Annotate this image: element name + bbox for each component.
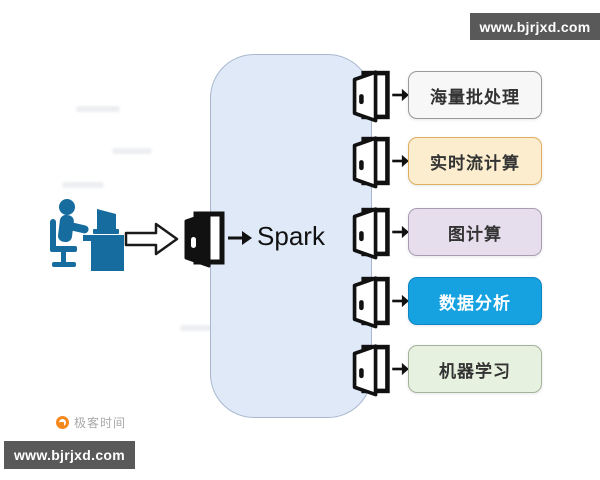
watermark-banner-top: www.bjrjxd.com	[470, 13, 600, 40]
watermark-smudge	[62, 182, 104, 188]
capability-box-machine-learning: 机器学习	[408, 345, 542, 393]
entrance-door-icon	[184, 211, 225, 268]
exit-arrow-icon	[392, 294, 409, 308]
flow-arrow-icon	[124, 222, 179, 256]
geektime-logo-icon	[56, 415, 69, 429]
capability-box-batch-processing: 海量批处理	[408, 71, 542, 119]
capability-box-graph-computing: 图计算	[408, 208, 542, 256]
capability-box-data-analysis: 数据分析	[408, 277, 542, 325]
exit-door-icon	[352, 344, 390, 397]
geektime-brand: 极客时间	[56, 413, 126, 431]
watermark-smudge	[180, 325, 218, 331]
exit-arrow-icon	[392, 88, 409, 102]
exit-arrow-icon	[392, 225, 409, 239]
exit-door-icon	[352, 207, 390, 260]
exit-arrow-icon	[392, 154, 409, 168]
exit-door-icon	[352, 136, 390, 189]
geektime-brand-label: 极客时间	[74, 415, 127, 430]
person-at-computer-icon	[50, 199, 124, 271]
capability-box-stream-computing: 实时流计算	[408, 137, 542, 185]
exit-arrow-icon	[392, 362, 409, 376]
entrance-arrow-icon	[228, 231, 252, 245]
exit-door-icon	[352, 276, 390, 329]
exit-door-icon	[352, 70, 390, 123]
spark-label: Spark	[257, 221, 325, 251]
watermark-smudge	[112, 148, 152, 154]
watermark-banner-bottom: www.bjrjxd.com	[4, 441, 135, 469]
watermark-smudge	[76, 106, 120, 112]
